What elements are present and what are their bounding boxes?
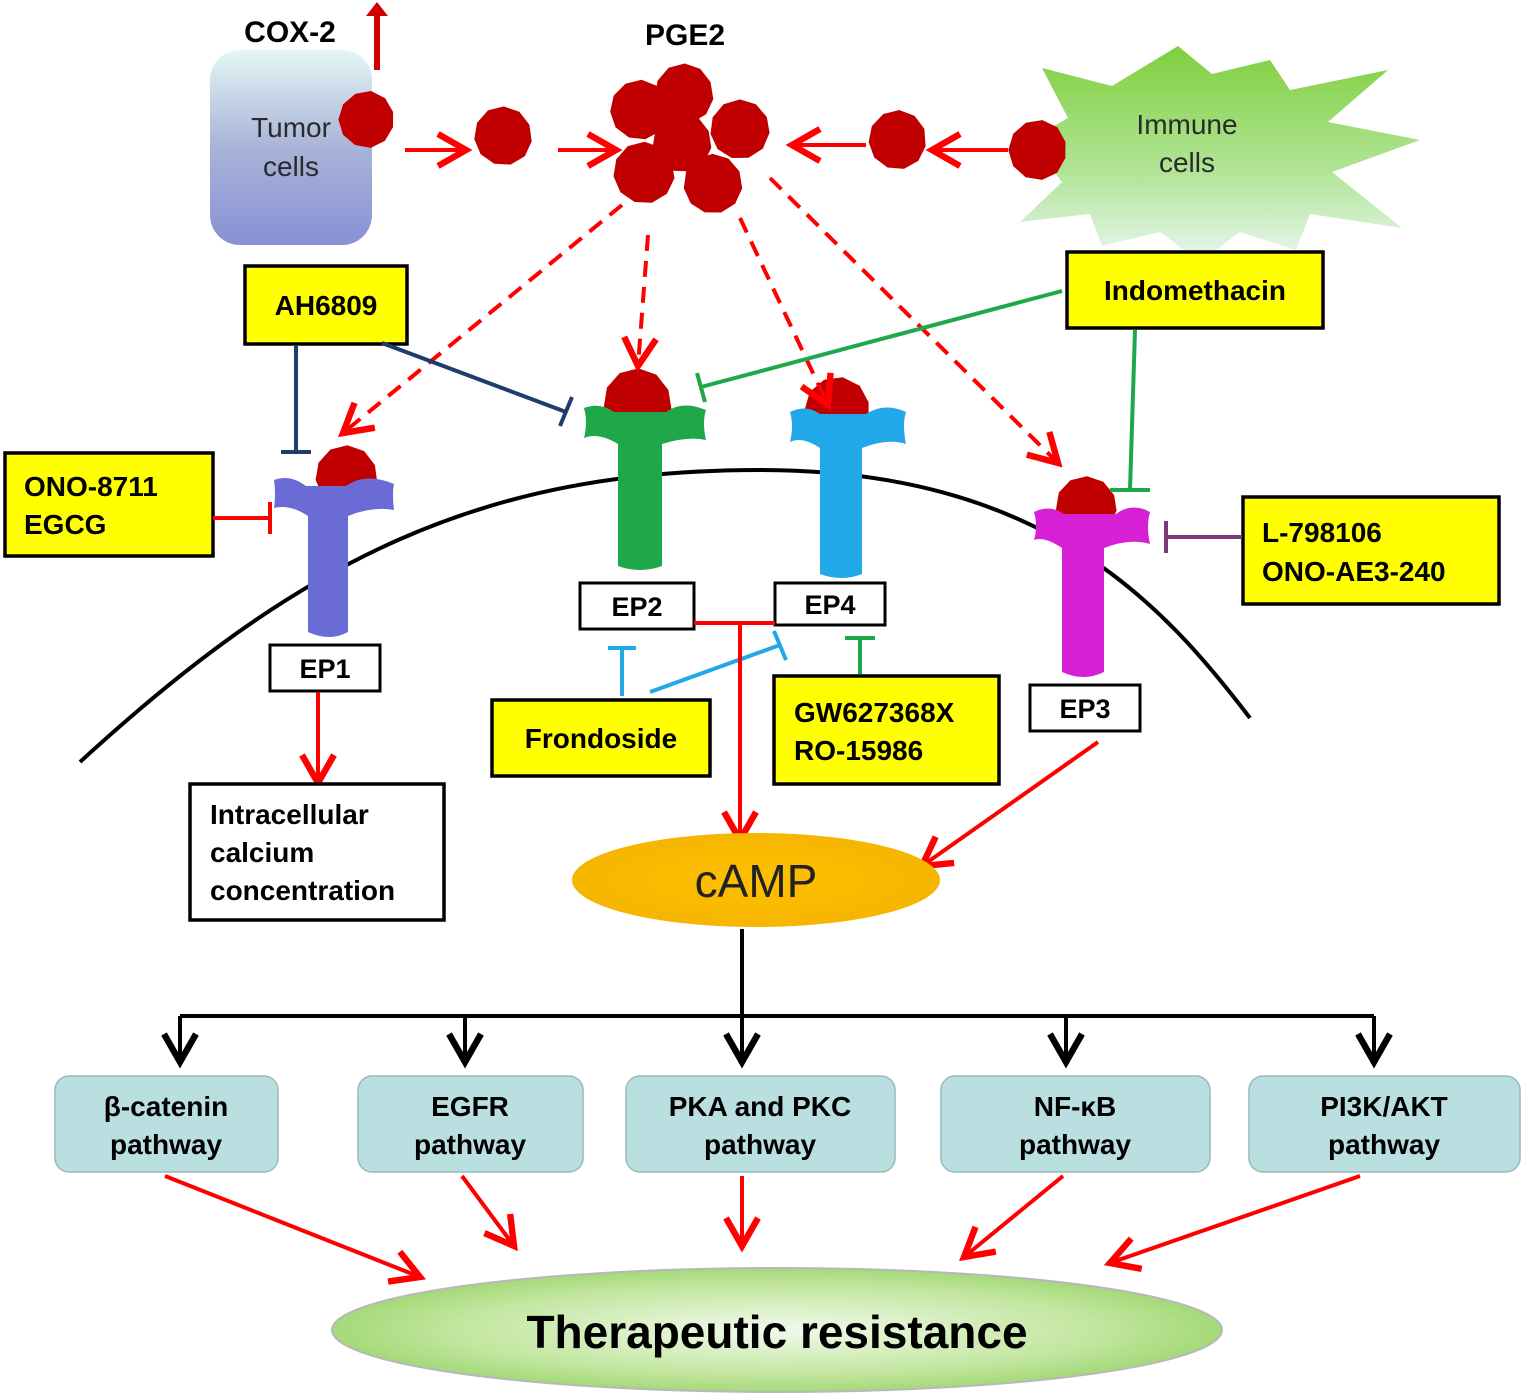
calcium-label-3: concentration	[210, 875, 395, 906]
cox2-up-arrow	[366, 2, 388, 70]
pge2-molecule	[474, 106, 532, 165]
ep1-label-box: EP1	[268, 643, 382, 693]
ep4-label: EP4	[804, 590, 855, 620]
immune-cells-label-1: Immune	[1136, 109, 1237, 140]
indomethacin-label: Indomethacin	[1104, 275, 1286, 306]
pathway-label: pathway	[1328, 1129, 1440, 1160]
calcium-box: Intracellular calcium concentration	[188, 782, 446, 922]
pge2-molecule	[610, 79, 668, 140]
ep4-label-box: EP4	[773, 581, 887, 627]
frondoside-box: Frondoside	[490, 698, 712, 778]
pge2-molecule	[654, 63, 714, 123]
downstream-arrows	[299, 621, 1100, 870]
resistance-arrows	[164, 1174, 1361, 1285]
pathway-box-pi3k-akt: PI3K/AKT pathway	[1248, 1075, 1521, 1173]
tumor-cells-label-2: cells	[263, 151, 319, 182]
pathway-box-beta-catenin: β-catenin pathway	[54, 1075, 279, 1173]
therapeutic-resistance-label: Therapeutic resistance	[526, 1306, 1027, 1358]
ah6809-label: AH6809	[275, 290, 378, 321]
inhibition-lines	[213, 289, 1242, 696]
pathway-label: NF-κB	[1034, 1091, 1116, 1122]
pathway-label: pathway	[1019, 1129, 1131, 1160]
therapeutic-resistance-node: Therapeutic resistance	[331, 1267, 1223, 1393]
ono8711-label: ONO-8711	[24, 471, 158, 502]
ah6809-box: AH6809	[243, 264, 409, 346]
pge2-receptor-dashed-arrows	[338, 176, 1063, 468]
calcium-label-1: Intracellular	[210, 799, 369, 830]
indomethacin-box: Indomethacin	[1065, 250, 1325, 330]
l798106-box: L-798106 ONO-AE3-240	[1241, 495, 1501, 606]
pge2-molecule	[613, 141, 675, 203]
pathway-box-egfr: EGFR pathway	[357, 1075, 584, 1173]
immune-cells: Immune cells	[1020, 46, 1420, 262]
pathway-label: EGFR	[431, 1091, 509, 1122]
calcium-label-2: calcium	[210, 837, 314, 868]
pge2-molecule	[710, 99, 770, 158]
pathway-label: β-catenin	[104, 1091, 228, 1122]
ep3-label: EP3	[1059, 694, 1110, 724]
l798106-label: L-798106	[1262, 517, 1382, 548]
camp-branch-lines	[161, 929, 1393, 1069]
camp-node: cAMP	[572, 833, 940, 927]
pathway-label: PKA and PKC	[669, 1091, 852, 1122]
pathway-label: pathway	[704, 1129, 816, 1160]
pge2-molecules	[315, 63, 1117, 535]
tumor-cells: Tumor cells	[210, 50, 372, 245]
ep4-receptor	[790, 407, 906, 578]
pge2-molecule	[1008, 120, 1066, 180]
immune-cells-label-2: cells	[1159, 147, 1215, 178]
ep3-receptor	[1034, 507, 1150, 677]
secretion-arrows	[405, 126, 1008, 169]
pathway-label: PI3K/AKT	[1320, 1091, 1448, 1122]
onoae3240-label: ONO-AE3-240	[1262, 556, 1446, 587]
pge2-molecule	[338, 91, 394, 148]
tumor-cells-label-1: Tumor	[251, 112, 331, 143]
gw627368x-box: GW627368X RO-15986	[772, 674, 1001, 786]
ep2-label: EP2	[611, 592, 662, 622]
ep2-receptor	[584, 405, 706, 570]
pge2-molecule	[868, 110, 926, 169]
cox2-label: COX-2	[244, 16, 336, 49]
pge2-molecule	[683, 153, 743, 213]
pathway-label: pathway	[414, 1129, 526, 1160]
ep1-label: EP1	[299, 654, 350, 684]
pathway-label: pathway	[110, 1129, 222, 1160]
ep1-receptor	[274, 478, 394, 637]
pathway-box-pka-pkc: PKA and PKC pathway	[625, 1075, 896, 1173]
pge2-label: PGE2	[645, 19, 725, 52]
ep3-label-box: EP3	[1028, 683, 1142, 733]
pathway-box-nf-kb: NF-κB pathway	[940, 1075, 1211, 1173]
egcg-label: EGCG	[24, 509, 106, 540]
camp-label: cAMP	[695, 855, 818, 907]
frondoside-label: Frondoside	[525, 723, 677, 754]
ep2-label-box: EP2	[578, 581, 696, 631]
cell-membrane	[78, 467, 1252, 764]
ro15986-label: RO-15986	[794, 735, 923, 766]
ono8711-egcg-box: ONO-8711 EGCG	[3, 451, 215, 558]
gw627368x-label: GW627368X	[794, 697, 955, 728]
